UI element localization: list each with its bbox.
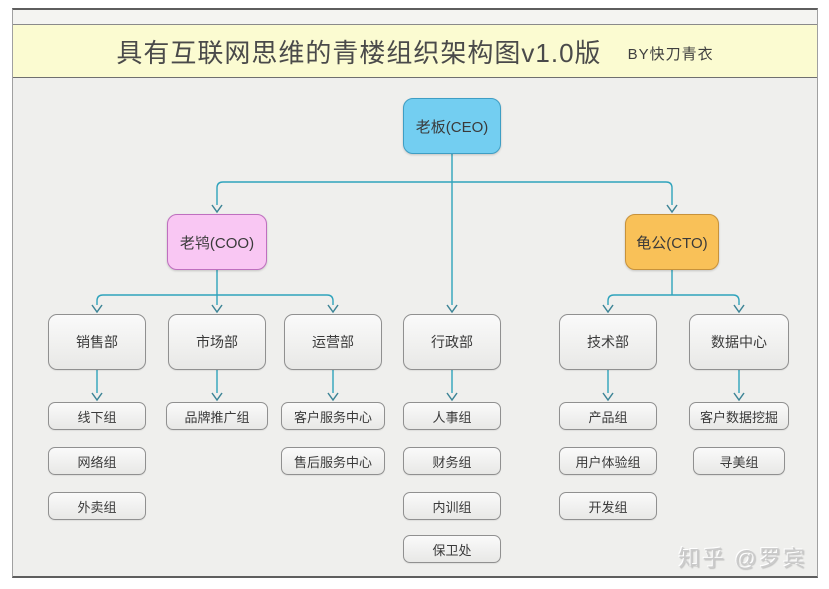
group-node: 人事组 [403,402,501,430]
dept-node-datacenter: 数据中心 [689,314,789,370]
group-node: 外卖组 [48,492,146,520]
node-cto: 龟公(CTO) [625,214,719,270]
watermark: 知乎 @罗宾 [678,546,807,571]
group-node: 客户服务中心 [281,402,385,430]
dept-node-marketing: 市场部 [168,314,266,370]
group-node: 开发组 [559,492,657,520]
group-node: 线下组 [48,402,146,430]
group-node: 财务组 [403,447,501,475]
node-ceo: 老板(CEO) [403,98,501,154]
author-byline: BY快刀青衣 [627,45,714,63]
group-node: 产品组 [559,402,657,430]
node-coo: 老鸨(COO) [167,214,267,270]
chart-frame: 具有互联网思维的青楼组织架构图v1.0版 BY快刀青衣 知乎 @罗宾 老板(CE… [12,8,818,578]
group-node: 品牌推广组 [166,402,268,430]
group-node: 保卫处 [403,535,501,563]
connector-lines [91,154,745,402]
dept-node-tech: 技术部 [559,314,657,370]
title-bar: 具有互联网思维的青楼组织架构图v1.0版 BY快刀青衣 [13,25,817,78]
group-node: 网络组 [48,447,146,475]
dept-node-admin: 行政部 [403,314,501,370]
group-node: 内训组 [403,492,501,520]
dept-node-sales: 销售部 [48,314,146,370]
group-node: 寻美组 [693,447,785,475]
dept-node-operations: 运营部 [284,314,382,370]
group-node: 售后服务中心 [281,447,385,475]
group-node: 客户数据挖掘 [689,402,789,430]
group-node: 用户体验组 [559,447,657,475]
diagram-canvas: 知乎 @罗宾 老板(CEO) 老鸨(COO) 龟公(CTO) 销售部线下组网络组外卖组… [13,78,817,579]
page-title: 具有互联网思维的青楼组织架构图v1.0版 [116,37,602,68]
top-strip [13,10,817,25]
